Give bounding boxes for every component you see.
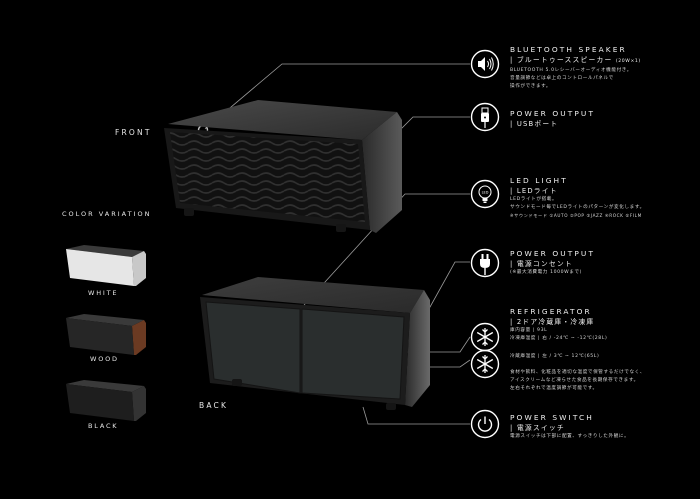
feature-desc: 冷蔵庫温度 | 左 / 3℃ ~ 12℃(65L)	[510, 353, 600, 359]
feature-refrigerator: REFRIGERATOR | 2ドア冷蔵庫・冷凍庫 庫内容量 | 93L 冷凍庫…	[510, 307, 695, 393]
feature-desc: 食材や飲料、化粧品を適切な温度で保管するだけでなく、	[510, 370, 646, 376]
power-plug-icon	[470, 248, 500, 278]
feature-led-light: LED LIGHT | LEDライト LEDライトが搭載。 サウンドモード毎でL…	[510, 176, 695, 219]
product-front-image	[140, 90, 410, 235]
feature-subtitle-note: (20W×1)	[615, 59, 641, 64]
feature-desc: 庫内容量 | 93L	[510, 328, 548, 333]
snowflake-icon	[470, 349, 500, 379]
feature-subtitle: | USBポート	[510, 120, 559, 128]
color-label-black: BLACK	[88, 422, 119, 430]
feature-title: REFRIGERATOR	[510, 307, 592, 316]
feature-subtitle: | 電源コンセント	[510, 260, 573, 268]
usb-icon	[470, 102, 500, 132]
feature-subtitle: | ブルートゥーススピーカー	[510, 56, 613, 64]
back-view-label: BACK	[199, 401, 229, 410]
feature-desc: ※サウンドモード ①AUTO ②POP ③JAZZ ④ROCK ⑤FILM	[510, 212, 642, 218]
feature-title: POWER SWITCH	[510, 413, 594, 422]
feature-title: BLUETOOTH SPEAKER	[510, 45, 627, 54]
color-swatch-black[interactable]	[64, 379, 148, 427]
feature-power-outlet: POWER OUTPUT | 電源コンセント (※最大消費電力 1000Wまで)	[510, 249, 695, 277]
feature-title: LED LIGHT	[510, 176, 568, 185]
feature-desc: アイスクリームなど凍らせた食品を長期保存できます。	[510, 378, 639, 384]
feature-bluetooth-speaker: BLUETOOTH SPEAKER | ブルートゥーススピーカー (20W×1)…	[510, 45, 695, 90]
snowflake-icon	[470, 322, 500, 352]
feature-desc: 音量調節などは卓上のコントロールパネルで	[510, 75, 614, 81]
color-variation-title: COLOR VARIATION	[62, 210, 152, 218]
feature-subtitle: | LEDライト	[510, 187, 558, 195]
feature-power-switch: POWER SWITCH | 電源スイッチ 電源スイッチは下部に配置、すっきりし…	[510, 413, 695, 441]
feature-desc: LEDライトが搭載。	[510, 197, 558, 202]
led-bulb-icon: LED	[470, 179, 500, 209]
feature-desc: BLUETOOTH 5.0レシーバーオーディオ機能付き。	[510, 68, 632, 73]
product-back-image	[200, 275, 440, 415]
color-swatch-wood[interactable]	[64, 313, 148, 361]
svg-text:LED: LED	[482, 191, 489, 195]
color-label-white: WHITE	[88, 289, 119, 297]
speaker-icon	[470, 49, 500, 79]
feature-desc: (※最大消費電力 1000Wまで)	[510, 270, 583, 275]
front-view-label: FRONT	[115, 128, 152, 137]
feature-desc: 電源スイッチは下部に配置、すっきりした外観に。	[510, 434, 630, 439]
power-switch-icon	[470, 409, 500, 439]
feature-desc: サウンドモード毎でLEDライトのパターンが変化します。	[510, 204, 645, 210]
feature-desc: 冷凍庫温度 | 右 / -24℃ ~ -12℃(28L)	[510, 335, 608, 341]
feature-desc: 左右それぞれで温度調節が可能です。	[510, 385, 598, 391]
feature-subtitle: | 2ドア冷蔵庫・冷凍庫	[510, 318, 595, 326]
feature-title: POWER OUTPUT	[510, 249, 596, 258]
feature-usb-output: POWER OUTPUT | USBポート	[510, 109, 695, 129]
feature-subtitle: | 電源スイッチ	[510, 424, 565, 432]
feature-title: POWER OUTPUT	[510, 109, 596, 118]
color-swatch-white[interactable]	[64, 244, 148, 292]
color-label-wood: WOOD	[90, 355, 119, 363]
feature-desc: 操作ができます。	[510, 83, 552, 89]
